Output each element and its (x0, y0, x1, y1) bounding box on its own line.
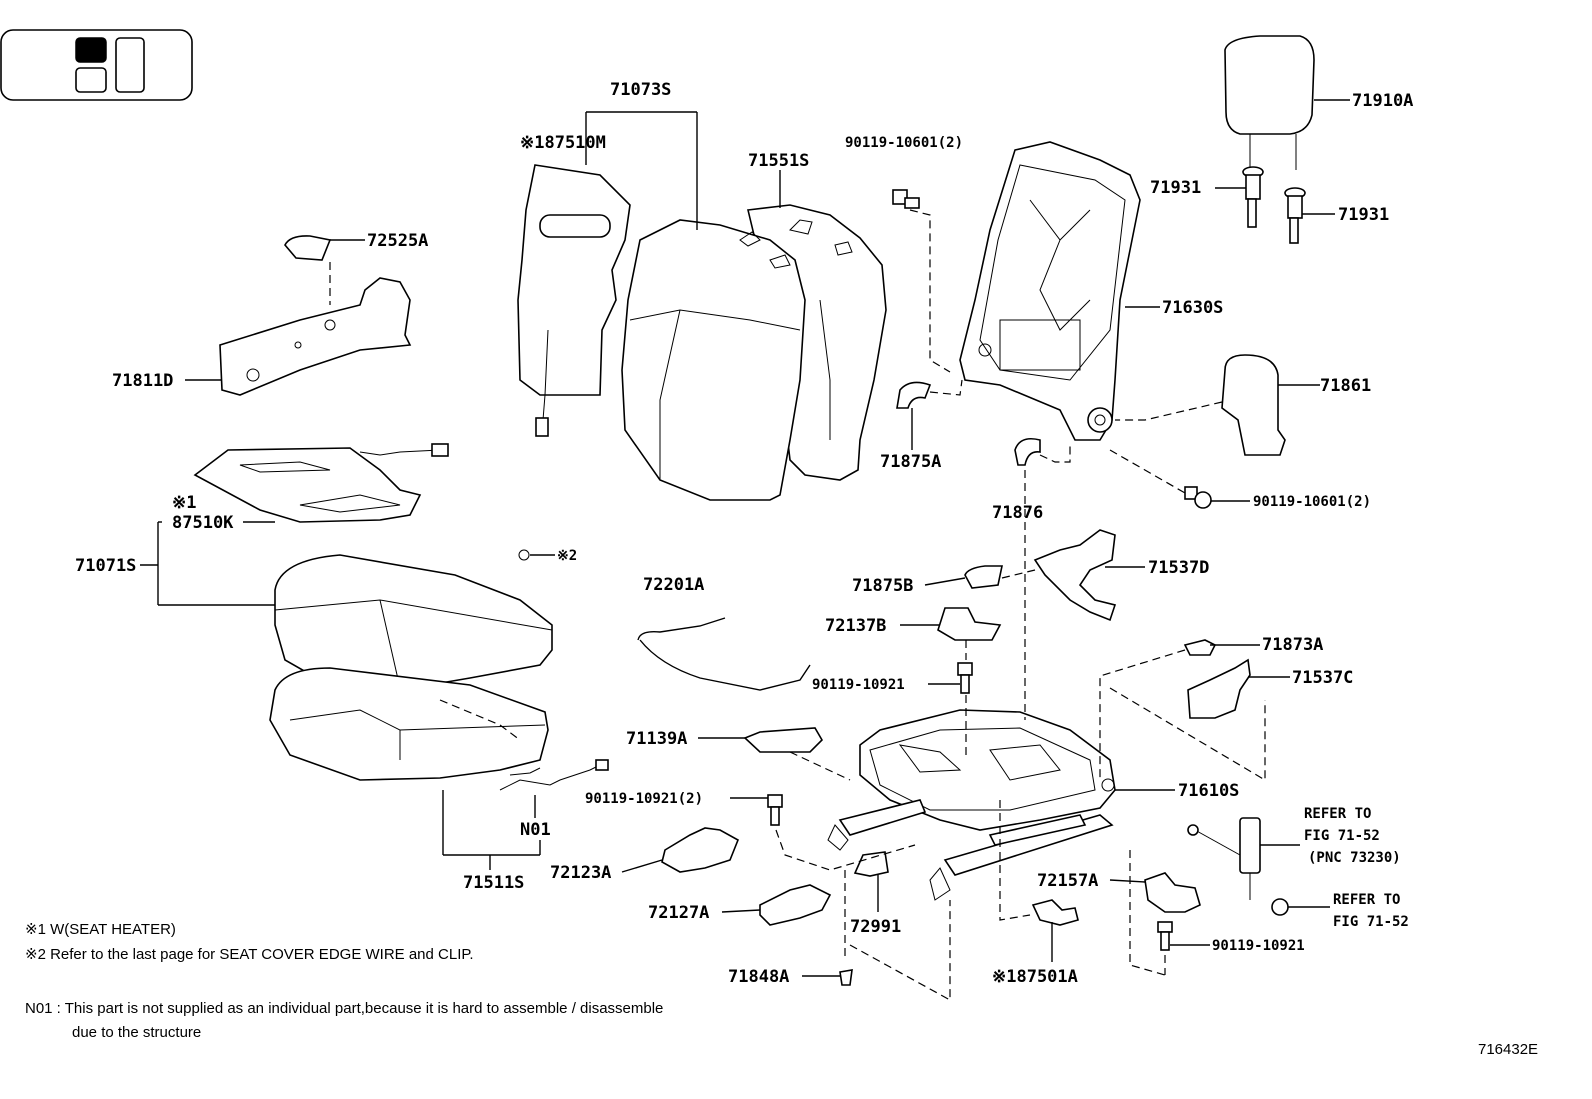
side-cover-71861 (1221, 354, 1286, 456)
label-71861: 71861 (1320, 376, 1371, 396)
label-71910A: 71910A (1352, 91, 1413, 111)
label-87510M: ※187510M (520, 133, 606, 153)
cover-71537C (1187, 658, 1251, 719)
dashed-guides (329, 209, 1266, 1002)
footnote-3b: due to the structure (72, 1024, 201, 1041)
label-90119-10601-top: 90119-10601(2) (845, 135, 963, 151)
label-71630S: 71630S (1162, 298, 1223, 318)
label-90119-10921-2: 90119-10921(2) (585, 791, 703, 807)
label-72137B: 72137B (825, 616, 886, 636)
bolt-90119-10921-a (957, 662, 973, 694)
cover-72127A (759, 884, 832, 926)
label-90119-10921-a: 90119-10921 (812, 677, 905, 693)
footnotes: ※1 W(SEAT HEATER) ※2 Refer to the last p… (25, 921, 663, 1041)
edge-wire-72201A (637, 617, 811, 691)
label-refer1-b: FIG 71-52 (1304, 828, 1380, 844)
bushing-71875A (896, 381, 932, 409)
sensor-87501A (1031, 899, 1079, 926)
bushing-72991 (853, 851, 889, 877)
wire-harness-n01 (499, 759, 609, 791)
seat-cushion-pad (269, 667, 549, 781)
label-71537C: 71537C (1292, 668, 1353, 688)
seat-belt-buckle (1187, 817, 1289, 916)
headrest-support-right (1284, 187, 1306, 244)
label-71511S: 71511S (463, 873, 524, 893)
label-90119-10601-right: 90119-10601(2) (1253, 494, 1371, 510)
label-N01: N01 (520, 820, 551, 840)
label-71071S: 71071S (75, 556, 136, 576)
label-72157A: 72157A (1037, 871, 1098, 891)
label-71873A: 71873A (1262, 635, 1323, 655)
figure-id: 716432E (1478, 1041, 1538, 1058)
label-71537D: 71537D (1148, 558, 1209, 578)
headrest-support-left (1242, 166, 1264, 228)
shield-71811D (219, 277, 412, 396)
bolt-top (892, 189, 920, 209)
label-72991: 72991 (850, 917, 901, 937)
label-mark2: ※2 (557, 548, 577, 564)
label-87501A: ※187501A (992, 967, 1078, 987)
label-71811D: 71811D (112, 371, 173, 391)
cover-72157A (1144, 872, 1201, 913)
seat-position-indicator-icon (0, 29, 193, 101)
label-71876: 71876 (992, 503, 1043, 523)
headrest (1224, 35, 1315, 175)
label-refer2-a: REFER TO (1333, 892, 1400, 908)
label-refer2-b: FIG 71-52 (1333, 914, 1409, 930)
label-72127A: 72127A (648, 903, 709, 923)
cap-71873A (1183, 639, 1217, 656)
clip-71848A (839, 969, 853, 986)
seat-back-heater-pad (517, 164, 631, 437)
seat-cushion-heater-pad (193, 443, 449, 523)
leader-lines (140, 99, 1350, 977)
bolt-90119-10921-2 (767, 794, 783, 826)
cover-72123A (661, 827, 740, 873)
clip-icon (518, 549, 530, 561)
footnote-3a: N01 : This part is not supplied as an in… (25, 1000, 663, 1017)
cover-71537D (1033, 529, 1117, 622)
cover-72137B (937, 607, 1002, 641)
cap-71875B (964, 565, 1003, 589)
label-87510K: 87510K (172, 513, 234, 533)
label-71931-b: 71931 (1338, 205, 1389, 225)
label-72525A: 72525A (367, 231, 428, 251)
label-71875B: 71875B (852, 576, 913, 596)
label-mark1: ※1 (172, 493, 196, 513)
label-71073S: 71073S (610, 80, 671, 100)
label-refer1-c: (PNC 73230) (1308, 850, 1401, 866)
seat-back-cover (621, 204, 887, 501)
cover-71139A (743, 727, 824, 753)
label-71875A: 71875A (880, 452, 941, 472)
bushing-71876 (1014, 437, 1041, 466)
label-71848A: 71848A (728, 967, 789, 987)
label-72201A: 72201A (643, 575, 704, 595)
bolt-90119-10921-b (1157, 921, 1173, 951)
label-71931-a: 71931 (1150, 178, 1201, 198)
footnote-2: ※2 Refer to the last page for SEAT COVER… (25, 946, 474, 963)
part-labels: 71073S ※187510M 71551S 90119-10601(2) 71… (75, 80, 1413, 987)
footnote-1: ※1 W(SEAT HEATER) (25, 921, 176, 938)
knob-72525A (284, 235, 332, 261)
label-71610S: 71610S (1178, 781, 1239, 801)
label-72123A: 72123A (550, 863, 611, 883)
bolt-right (1184, 486, 1212, 509)
label-90119-10921-b: 90119-10921 (1212, 938, 1305, 954)
label-71139A: 71139A (626, 729, 687, 749)
seat-adjuster-71610S (827, 709, 1116, 901)
seat-back-frame (959, 141, 1141, 441)
label-71551S: 71551S (748, 151, 809, 171)
label-refer1-a: REFER TO (1304, 806, 1371, 822)
